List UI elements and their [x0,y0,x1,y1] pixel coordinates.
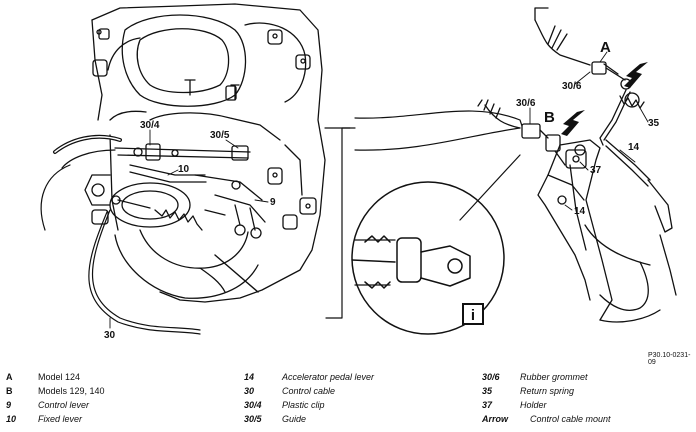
callout-30-6-top: 30/6 [562,81,582,92]
callout-14-pedal: 14 [574,206,586,217]
info-box: i [462,303,484,325]
legend-code: 14 [244,372,255,382]
callout-30: 30 [104,330,116,341]
legend-code: 37 [482,400,493,410]
arrow-icon [624,62,648,88]
legend-code: 10 [6,414,17,424]
legend-desc: Control cable [282,386,336,396]
legend-column-1: A Model 124 B Models 129, 140 9 Control … [0,372,200,432]
callout-10: 10 [178,164,190,175]
arrow-icon [561,110,585,136]
cable-connector-lines [324,110,523,319]
legend-column-3: 30/6 Rubber grommet 35 Return spring 37 … [482,372,692,432]
detail-inset [351,154,521,335]
callout-14-right: 14 [628,142,640,153]
legend-code: Arrow [482,414,509,424]
throttle-linkage [40,143,266,335]
legend-code: A [6,372,13,382]
legend-code: 30 [244,386,255,396]
callout-labels: 30/4 30/5 10 9 30 A 30/6 35 30/6 B 14 37… [104,39,660,341]
pedal-assembly-illustration [477,7,677,323]
legend-desc: Plastic clip [282,400,325,410]
legend-desc: Fixed lever [38,414,83,424]
callout-B: B [544,109,555,126]
legend-desc: Guide [282,414,307,424]
legend-desc: Holder [520,400,547,410]
legend-desc: Control lever [38,400,90,410]
legend-desc: Control cable mount [530,414,611,424]
legend-code: 30/4 [244,400,262,410]
legend-desc: Rubber grommet [520,372,588,382]
legend-desc: Accelerator pedal lever [282,372,375,382]
legend-desc: Return spring [520,386,575,396]
legend-desc: Model 124 [38,372,81,382]
callout-leaders [109,51,649,329]
callout-9: 9 [270,197,276,208]
legend-desc: Models 129, 140 [38,386,105,396]
legend-code: 9 [6,400,12,410]
legend-code: 30/5 [244,414,262,424]
figure-reference: P30.10-0231-09 [648,352,691,366]
mount-arrows [561,62,648,136]
legend: A Model 124 B Models 129, 140 9 Control … [0,370,696,431]
legend-code: 35 [482,386,493,396]
callout-37: 37 [590,165,602,176]
info-icon-label: i [471,307,475,324]
legend-code: B [6,386,13,396]
legend-column-2: 14 Accelerator pedal lever 30 Control ca… [244,372,474,432]
intake-manifold-illustration [53,3,326,303]
callout-30-5: 30/5 [210,130,230,141]
callout-30-4: 30/4 [140,120,160,131]
callout-A: A [600,39,611,56]
legend-code: 30/6 [482,372,500,382]
callout-30-6-mid: 30/6 [516,98,536,109]
callout-35: 35 [648,118,660,129]
